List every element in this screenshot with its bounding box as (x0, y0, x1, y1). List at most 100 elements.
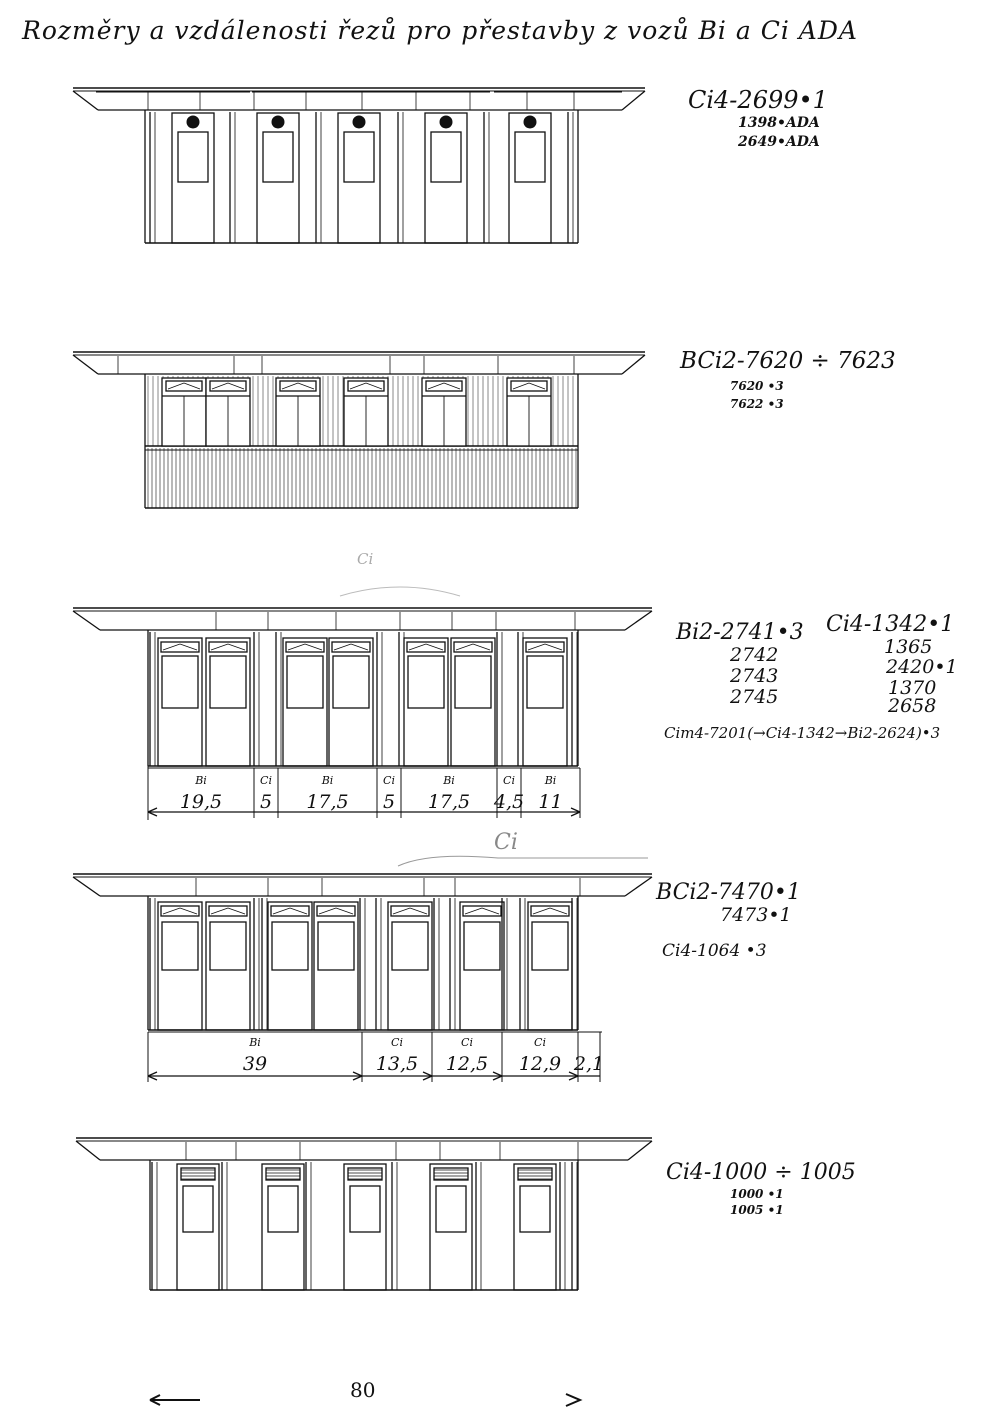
car-3-vent-slat (527, 643, 546, 651)
car-3-vent-1-1 (331, 641, 371, 653)
car-4-vent-2 (270, 905, 310, 917)
car-3-vent-slat (333, 643, 352, 651)
car-2-vent-1 (209, 380, 247, 392)
car-3-segment-class-0: Bi (194, 774, 207, 787)
car-3-door-window-0-1 (209, 655, 247, 709)
car-4-vent-slat (532, 907, 551, 915)
car-4-roof-left-slope (72, 876, 101, 897)
car-5-drawing (75, 1137, 653, 1291)
car-3-vent-slat (287, 643, 306, 651)
car-4-pencil-mark (397, 855, 648, 867)
car-4-vent-slat (179, 907, 198, 915)
car-3-label-right-5: 2658 (888, 695, 937, 717)
car-1-door-2 (337, 112, 381, 244)
car-4-vent-1 (208, 905, 248, 917)
car-2-vent-slat (281, 382, 299, 390)
car-3-door-1-0 (282, 637, 328, 767)
overall-length-indicator (149, 1393, 583, 1407)
car-4-roof-right-slope (624, 876, 653, 897)
car-5-door-window-3 (435, 1185, 467, 1233)
length-arrow-left-head (149, 1394, 161, 1406)
car-5-door-2 (343, 1163, 387, 1291)
car-2-vent-slat (183, 382, 201, 390)
car-4-vent-slat (481, 907, 500, 915)
car-4-door-window-6 (531, 921, 569, 971)
car-3-label-right-3: 2420•1 (886, 656, 958, 678)
car-3-segment-value-3: 5 (383, 791, 395, 813)
car-3-vent-slat (227, 643, 246, 651)
car-4-door-window-1 (209, 921, 247, 971)
car-1-door-3 (424, 112, 468, 244)
car-3-segment-class-5: Ci (503, 774, 515, 787)
car-1-door-number-badge-3 (439, 115, 453, 129)
car-3-label-left-2: 2742 (730, 644, 779, 666)
car-4-vent-0 (160, 905, 200, 917)
car-3-pencil-mark (339, 586, 461, 597)
car-1-roof-right-slope (621, 90, 646, 111)
car-3-door-3-0 (522, 637, 568, 767)
car-5-vent-0 (180, 1167, 216, 1181)
car-3-roof-right-slope (624, 610, 653, 631)
car-3-door-window-2-1 (454, 655, 492, 709)
car-1-door-window-0 (177, 131, 209, 183)
car-3-door-0-1 (205, 637, 251, 767)
car-3-door-2-1 (450, 637, 496, 767)
car-2-label-sub-1: 7620 •3 (730, 379, 784, 393)
car-1-label-sub-1: 1398•ADA (738, 115, 820, 131)
car-4-label-extra: Ci4-1064 •3 (662, 941, 767, 961)
car-4-vent-4 (390, 905, 430, 917)
car-2-vent-5 (510, 380, 548, 392)
car-3-label-left-3: 2743 (730, 665, 779, 687)
car-1-door-4 (508, 112, 552, 244)
car-2-vent-slat (365, 382, 383, 390)
car-4-label-main: BCi2-7470•1 (656, 880, 801, 905)
car-3-note: Cim4-7201(→Ci4-1342→Bi2-2624)•3 (664, 724, 941, 742)
car-1-door-number-badge-4 (523, 115, 537, 129)
car-5-label-sub-1: 1000 •1 (730, 1187, 784, 1201)
car-5-door-window-1 (267, 1185, 299, 1233)
car-3-door-window-0-0 (161, 655, 199, 709)
car-2-vent-3 (347, 380, 385, 392)
car-3-segment-value-1: 5 (260, 791, 272, 813)
page-title: Rozměry a vzdálenosti řezů pro přestavby… (22, 16, 858, 45)
car-5-vent-3 (433, 1167, 469, 1181)
car-4-vent-slat (227, 907, 246, 915)
car-2-vent-slat (427, 382, 445, 390)
car-2-roof-left-slope (72, 354, 99, 375)
car-3-vent-slat (544, 643, 563, 651)
car-3-segment-value-2: 17,5 (306, 791, 348, 813)
car-5-door-window-4 (519, 1185, 551, 1233)
car-5-door-window-2 (349, 1185, 381, 1233)
car-4-vent-6 (530, 905, 570, 917)
car-1-door-1 (256, 112, 300, 244)
car-2-vent-slat (167, 382, 185, 390)
car-4-segment-class-2: Ci (461, 1036, 473, 1049)
car-3-vent-slat (455, 643, 474, 651)
car-2-vent-slat (528, 382, 546, 390)
car-3-vent-slat (210, 643, 229, 651)
car-4-door-3 (313, 901, 359, 1031)
car-4-segment-class-3: Ci (534, 1036, 546, 1049)
car-3-vent-3-0 (525, 641, 565, 653)
car-4-segment-value-2: 12,5 (446, 1053, 488, 1075)
car-2-vent-slat (297, 382, 315, 390)
car-4-segment-class-0: Bi (248, 1036, 261, 1049)
car-4-vent-5 (462, 905, 502, 917)
car-3-segment-value-5: 4,5 (493, 791, 524, 813)
car-drawings: Bi19,5Ci5Bi17,5Ci5Bi17,5Ci4,5Bi11Bi39Ci1… (72, 87, 653, 1407)
car-3-vent-slat (408, 643, 427, 651)
car-3-label-left-4: 2745 (730, 686, 779, 708)
car-4-segment-value-4: 2,1 (573, 1053, 604, 1075)
car-3-door-1-1 (328, 637, 374, 767)
car-3-vent-0-0 (160, 641, 200, 653)
car-4-door-1 (205, 901, 251, 1031)
car-3-label-left-1: Bi2-2741•3 (676, 620, 804, 645)
car-4-segment-value-1: 13,5 (376, 1053, 418, 1075)
car-2-roof-right-slope (621, 354, 646, 375)
car-2-vent-0 (165, 380, 203, 392)
car-4-vent-slat (335, 907, 354, 915)
car-3-door-window-3-0 (526, 655, 564, 709)
car-3-annotation: Ci (357, 550, 374, 568)
car-3-segment-class-3: Ci (383, 774, 395, 787)
